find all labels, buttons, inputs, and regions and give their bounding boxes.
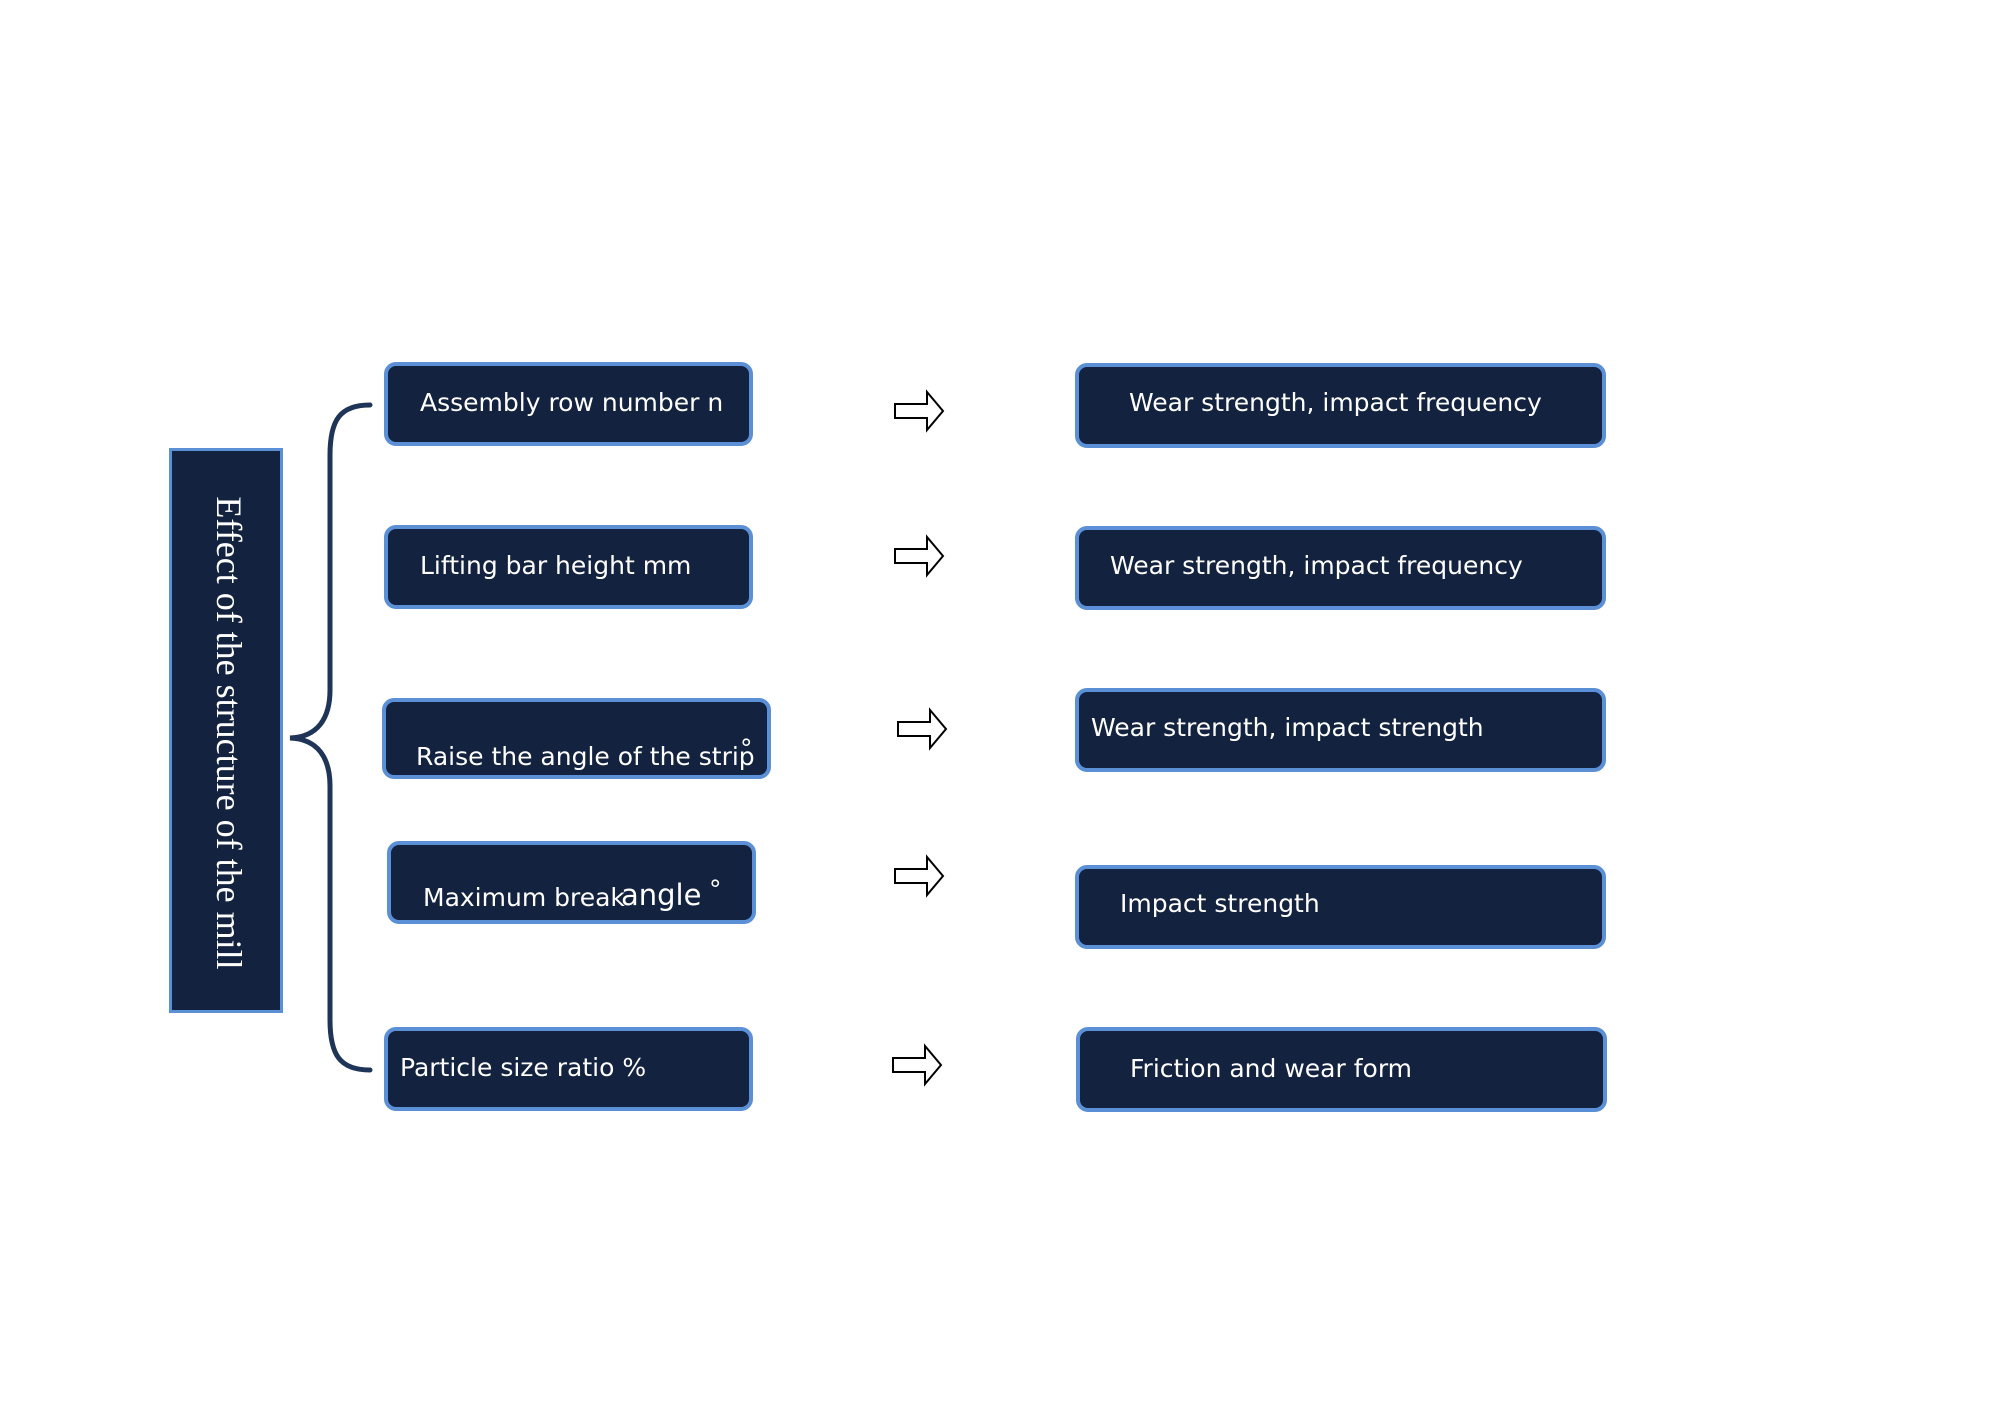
factor-unit: ° [740,734,753,763]
factor-emphasis: angle [621,878,702,912]
diagram-title: Effect of the structure of the mill [209,496,249,970]
right-outline-arrow-icon [897,707,948,751]
effect-box-1: Wear strength, impact frequency [1075,363,1606,448]
factor-box-2: Lifting bar height mm [384,525,753,609]
effect-box-5: Friction and wear form [1076,1027,1607,1112]
effect-label: Wear strength, impact strength [1091,713,1484,742]
effect-box-3: Wear strength, impact strength [1075,688,1606,772]
arrow-row-5 [892,1043,943,1087]
arrow-row-1 [894,389,945,433]
factor-box-4: Maximum break angle ° [387,841,756,924]
effect-label: Wear strength, impact frequency [1129,388,1542,417]
factor-label: Lifting bar height mm [420,551,692,580]
factor-unit: ° [709,875,722,904]
curly-brace [289,402,373,1073]
effect-label: Friction and wear form [1130,1054,1413,1083]
right-outline-arrow-icon [894,389,945,433]
title-box: Effect of the structure of the mill [169,448,283,1013]
factor-box-3: Raise the angle of the strip ° [382,698,771,779]
arrow-row-2 [894,534,945,578]
factor-label: Maximum break [423,883,625,912]
right-outline-arrow-icon [894,854,945,898]
factor-box-5: Particle size ratio % [384,1027,753,1111]
effect-box-4: Impact strength [1075,865,1606,949]
effect-box-2: Wear strength, impact frequency [1075,526,1606,610]
arrow-row-3 [897,707,948,751]
factor-box-1: Assembly row number n [384,362,753,446]
arrow-row-4 [894,854,945,898]
right-outline-arrow-icon [892,1043,943,1087]
factor-label: Assembly row number n [420,388,724,417]
right-outline-arrow-icon [894,534,945,578]
factor-label: Raise the angle of the strip [416,742,755,771]
effect-label: Impact strength [1120,889,1320,918]
factor-label: Particle size ratio % [400,1053,647,1082]
effect-label: Wear strength, impact frequency [1110,551,1523,580]
